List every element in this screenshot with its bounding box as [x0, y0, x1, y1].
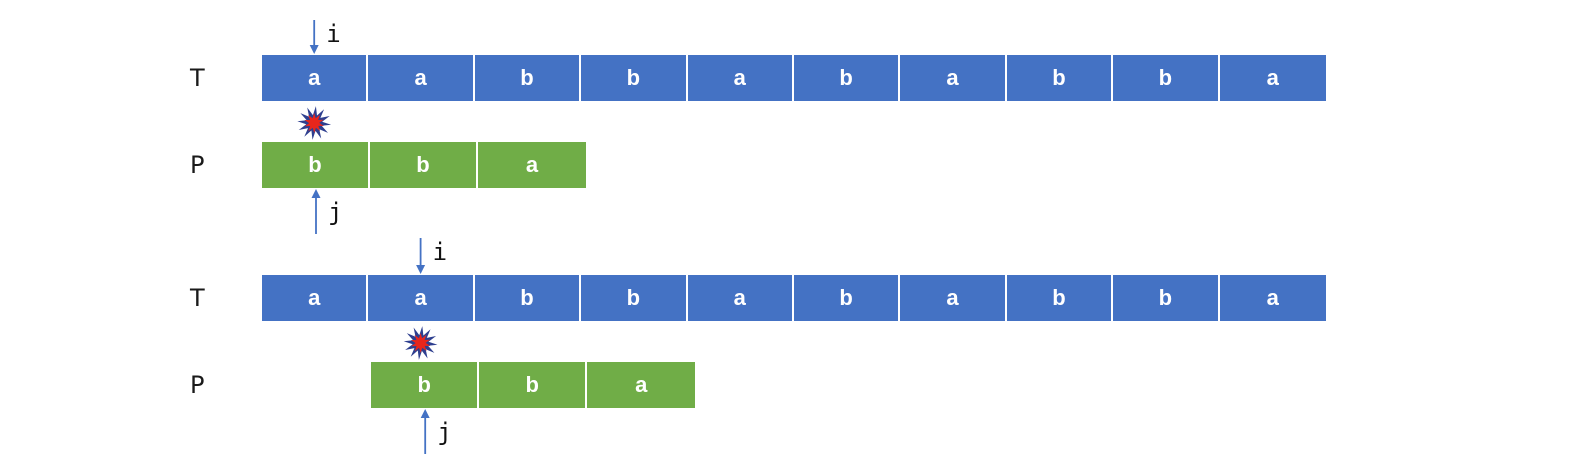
pattern-row-label: P [190, 371, 205, 399]
text-row-label: T [190, 284, 205, 312]
text-cell: a [900, 55, 1007, 101]
text-cell: b [1006, 55, 1114, 101]
text-cell: a [368, 55, 475, 101]
i-pointer-label: i [326, 20, 341, 48]
j-pointer-label: j [437, 418, 452, 446]
j-pointer-label: j [328, 198, 343, 226]
text-cell: b [793, 275, 901, 321]
j-pointer-arrow [311, 189, 321, 234]
text-cell: b [474, 275, 582, 321]
text-cell: b [1113, 275, 1220, 321]
text-cell: b [474, 55, 582, 101]
pattern-cell: b [371, 362, 480, 408]
text-cell: a [1219, 55, 1326, 101]
text-cell: a [900, 275, 1007, 321]
burst-icon [297, 106, 332, 140]
j-pointer-arrow [420, 409, 430, 454]
pattern-row-label: P [190, 151, 205, 179]
i-pointer-arrow [309, 20, 319, 54]
text-cell: a [262, 275, 369, 321]
text-cell: a [687, 55, 794, 101]
text-cell: a [262, 55, 369, 101]
text-cell: a [368, 275, 475, 321]
text-cell: b [793, 55, 901, 101]
i-pointer-arrow [416, 238, 426, 274]
text-row-label: T [190, 64, 205, 92]
text-cell: b [1113, 55, 1220, 101]
text-cell: a [1219, 275, 1326, 321]
text-cell: b [1006, 275, 1114, 321]
text-cell: b [581, 275, 688, 321]
pattern-cell: a [478, 142, 586, 188]
text-cell: a [687, 275, 794, 321]
pattern-cell: a [587, 362, 696, 408]
pattern-cell: b [262, 142, 370, 188]
text-cell: b [581, 55, 688, 101]
i-pointer-label: i [432, 238, 448, 266]
pattern-cell: b [479, 362, 588, 408]
pattern-cell: b [370, 142, 478, 188]
burst-icon [403, 326, 438, 360]
